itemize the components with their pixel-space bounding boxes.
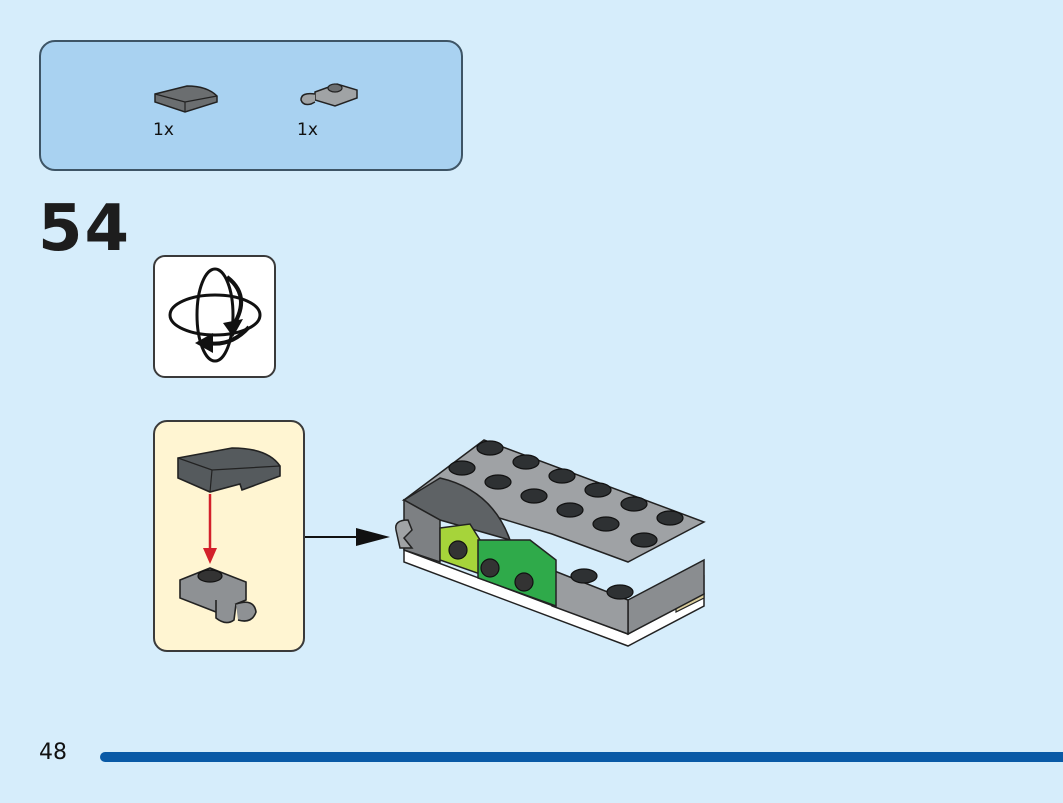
main-model-assembly — [395, 439, 706, 647]
parts-list-box: 1x 1x — [39, 40, 463, 171]
part-quantity-2: 1x — [297, 120, 318, 140]
page-number: 48 — [39, 740, 67, 765]
part-quantity-1: 1x — [153, 120, 174, 140]
callout-slope-brick — [177, 447, 281, 493]
callout-clip-plate — [179, 567, 257, 624]
footer-bar — [100, 752, 1063, 762]
placement-arrow — [305, 528, 390, 546]
red-down-arrow — [203, 494, 217, 564]
step-number: 54 — [38, 192, 132, 266]
rotate-indicator — [153, 255, 276, 378]
gray-clip-plate-icon — [300, 83, 358, 107]
rotate-model-icon — [168, 267, 262, 363]
dark-gray-curved-slope-brick-icon — [154, 85, 218, 113]
